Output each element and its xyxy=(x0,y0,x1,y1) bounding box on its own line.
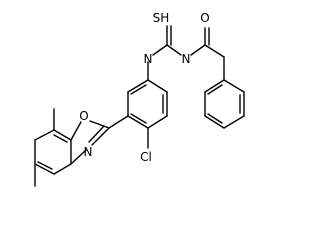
molecule-structure-diagram: SH O N N Cl O N xyxy=(34,11,245,187)
amide-nitrogen-label: N xyxy=(182,52,191,66)
thioamide-nitrogen-label: N xyxy=(144,52,153,66)
ring-oxygen-label: O xyxy=(79,109,88,123)
sulfur-atom-label: SH xyxy=(153,11,170,25)
atom-labels: SH O N N Cl O N xyxy=(79,11,209,164)
carbonyl-oxygen-label: O xyxy=(200,11,209,25)
bond-lines xyxy=(34,25,245,187)
ring-nitrogen-label: N xyxy=(84,145,93,159)
chlorine-atom-label: Cl xyxy=(140,150,152,164)
